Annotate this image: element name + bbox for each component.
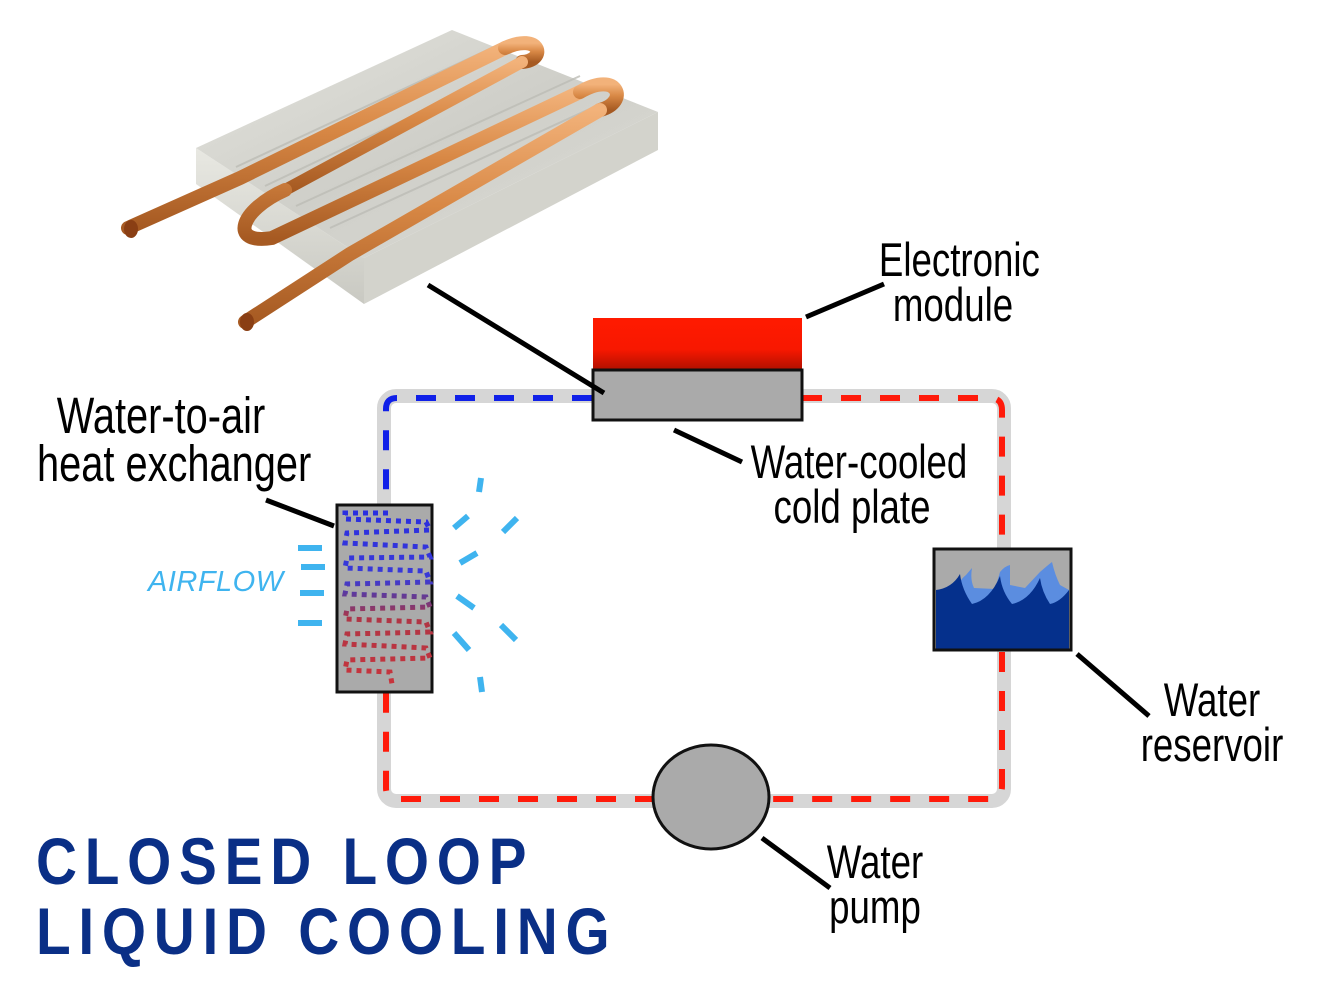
airflow-out-dash bbox=[498, 622, 519, 643]
leader-pump bbox=[760, 835, 832, 891]
label-heat-exchanger: Water-to-air heat exchanger bbox=[36, 387, 312, 493]
leader-reservoir bbox=[1075, 652, 1151, 718]
label-electronic-module-line1: Electronic bbox=[878, 233, 1040, 286]
leader-electronic-module bbox=[805, 281, 885, 320]
reservoir-frame bbox=[932, 547, 1073, 652]
airflow-out-dash bbox=[477, 676, 485, 693]
label-heat-exchanger-line1: Water-to-air bbox=[56, 387, 266, 444]
diagram-title: CLOSED LOOP LIQUID COOLING bbox=[36, 826, 617, 966]
airflow-out-dash bbox=[451, 631, 472, 652]
label-electronic-module: Electronic module bbox=[878, 233, 1040, 331]
label-pump-line2: pump bbox=[829, 879, 921, 933]
label-reservoir-line2: reservoir bbox=[1140, 717, 1284, 771]
water-to-air-heat-exchanger bbox=[335, 503, 434, 694]
label-cold-plate-line2: cold plate bbox=[773, 479, 931, 533]
title-line-1: CLOSED LOOP bbox=[36, 824, 535, 898]
airflow-lines bbox=[298, 477, 520, 693]
tube-inlet bbox=[124, 220, 138, 238]
water-cooled-cold-plate bbox=[591, 368, 804, 422]
airflow-out-dash bbox=[476, 477, 484, 493]
hot-water-flow-bottom-right bbox=[768, 652, 1005, 802]
airflow-out-dash bbox=[452, 513, 470, 531]
label-cold-plate-line1: Water-cooled bbox=[750, 435, 968, 488]
tube-outlet bbox=[240, 313, 254, 331]
leader-photo-to-cold-plate bbox=[426, 282, 606, 396]
plate-front-side bbox=[364, 112, 658, 304]
label-cold-plate: Water-cooled cold plate bbox=[750, 435, 968, 533]
leader-heat-exchanger bbox=[265, 497, 335, 529]
airflow-out-dash bbox=[455, 593, 476, 611]
electronic-module bbox=[593, 318, 802, 370]
hot-water-flow-bottom-left bbox=[383, 693, 655, 802]
water-reservoir bbox=[932, 547, 1073, 652]
leader-cold-plate bbox=[672, 427, 744, 465]
airflow-out-dash bbox=[500, 515, 520, 535]
coil-path bbox=[341, 510, 434, 685]
plate-top bbox=[196, 30, 658, 258]
airflow-out-dash bbox=[458, 550, 479, 566]
cold-water-flow bbox=[383, 395, 592, 505]
label-pump: Water pump bbox=[820, 835, 929, 933]
label-electronic-module-line2: module bbox=[892, 277, 1014, 331]
title-line-2: LIQUID COOLING bbox=[36, 894, 618, 968]
label-pump-line1: Water bbox=[826, 835, 924, 888]
hot-water-flow-top-right bbox=[802, 395, 1005, 548]
water-pump bbox=[651, 743, 771, 851]
copper-tubes bbox=[121, 36, 624, 329]
cold-plate-photo bbox=[121, 30, 658, 331]
label-reservoir-line1: Water bbox=[1163, 673, 1261, 726]
leader-lines bbox=[265, 281, 1151, 891]
reservoir-water bbox=[936, 574, 1069, 650]
label-airflow: AIRFLOW bbox=[148, 566, 284, 598]
label-reservoir: Water reservoir bbox=[1140, 673, 1284, 771]
label-heat-exchanger-line2: heat exchanger bbox=[36, 435, 312, 493]
